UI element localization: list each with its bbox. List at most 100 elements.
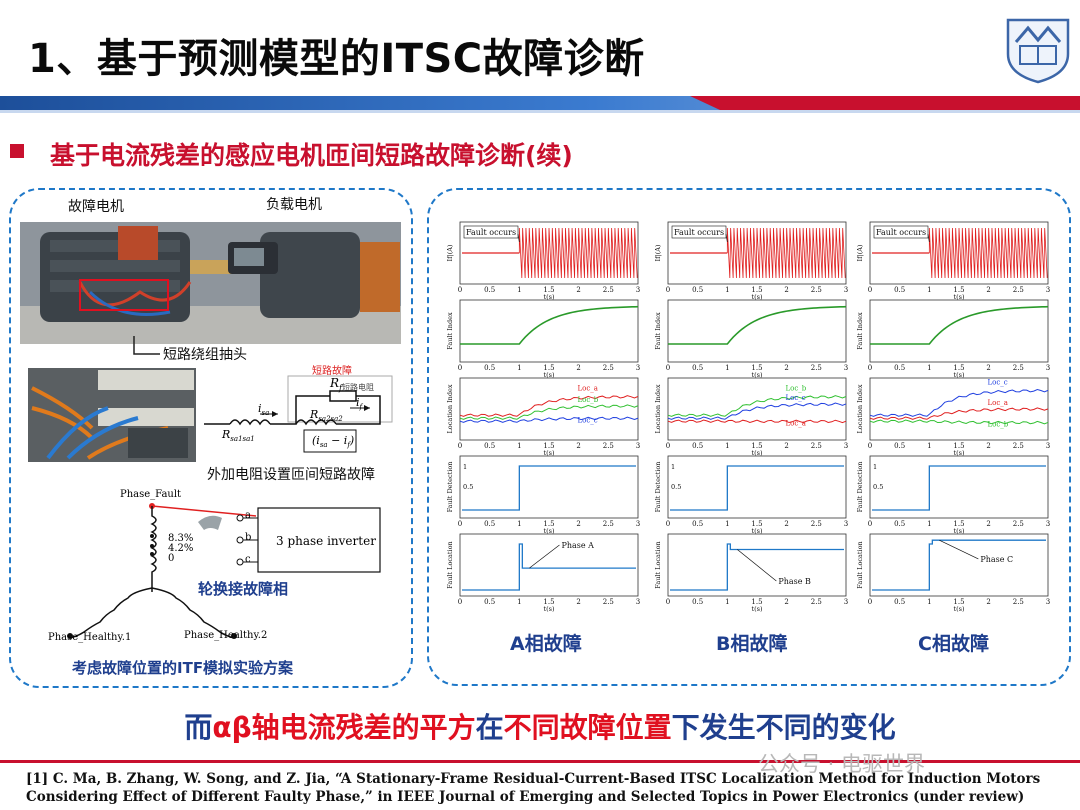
location-series-label: Loc_c: [577, 416, 597, 424]
healthy2-label: Phase_Healthy.2: [184, 630, 268, 641]
location-series-label: Loc_a: [577, 385, 597, 393]
x-tick-label: 1.5: [751, 598, 762, 606]
x-tick-label: 0: [458, 364, 462, 372]
conclusion-part5: 下发生不同的变化: [671, 711, 896, 744]
terminal-a: a: [245, 510, 251, 521]
x-tick-label: 1: [517, 442, 521, 450]
fault-occurs-arrow: [517, 233, 520, 243]
x-tick-label: 0.5: [894, 520, 905, 528]
pct-4-label: 4.2%: [168, 543, 194, 554]
x-tick-label: 1.5: [953, 364, 964, 372]
load-motor-label: 负载电机: [266, 197, 322, 213]
plot-frame: [459, 377, 639, 441]
x-tick-label: 2.5: [811, 598, 822, 606]
x-tick-label: 2.5: [603, 286, 614, 294]
y-axis-label: If|(A): [654, 244, 662, 261]
fault-occurs-label: Fault occurs: [674, 228, 724, 237]
series-fault-location: [462, 543, 636, 591]
series-location-index: [667, 402, 847, 420]
footer-separator: [0, 760, 1080, 763]
iis-label: (isa − if): [312, 434, 355, 450]
y-tick-label: 1: [463, 463, 467, 471]
location-series-label: Loc_c: [785, 394, 805, 402]
left-panel: [9, 188, 413, 688]
fault-motor-label: 故障电机: [68, 199, 124, 215]
x-tick-label: 2.5: [1013, 598, 1024, 606]
fault-occurs-box: [671, 225, 727, 239]
fault-occurs-box: [873, 225, 929, 239]
x-tick-label: 1: [517, 598, 521, 606]
x-axis-label: t(s): [751, 605, 762, 613]
x-tick-label: 0.5: [894, 442, 905, 450]
x-tick-label: 1: [927, 520, 931, 528]
series-fault-current: [928, 227, 1048, 279]
x-tick-label: 2.5: [603, 364, 614, 372]
caption-c-fault: C相故障: [918, 633, 989, 655]
series-fault-detection: [670, 465, 844, 511]
if-label: if: [356, 396, 363, 412]
x-tick-label: 0: [666, 520, 670, 528]
x-tick-label: 2.5: [603, 520, 614, 528]
y-axis-label: Fault Detection: [446, 462, 454, 513]
x-tick-label: 0: [868, 598, 872, 606]
x-tick-label: 3: [636, 520, 640, 528]
x-tick-label: 0: [868, 286, 872, 294]
x-axis-label: t(s): [953, 605, 964, 613]
x-tick-label: 0: [868, 364, 872, 372]
x-tick-label: 3: [1046, 364, 1050, 372]
motor-photo: [20, 222, 401, 344]
short-circuit-diagram: [204, 375, 393, 453]
series-fault-detection: [872, 465, 1046, 511]
x-tick-label: 0.5: [484, 520, 495, 528]
x-tick-label: 3: [1046, 286, 1050, 294]
x-tick-label: 0: [666, 364, 670, 372]
x-tick-label: 0.5: [894, 286, 905, 294]
x-tick-label: 2: [986, 364, 990, 372]
x-tick-label: 2.5: [1013, 286, 1024, 294]
x-tick-label: 3: [636, 286, 640, 294]
x-tick-label: 1.5: [751, 442, 762, 450]
phase-arrow-label: Phase C: [980, 555, 1013, 564]
x-tick-label: 3: [844, 286, 848, 294]
fault-occurs-label: Fault occurs: [466, 228, 516, 237]
x-tick-label: 3: [844, 364, 848, 372]
location-series-label: Loc_b: [987, 421, 1008, 429]
references: [1] C. Ma, B. Zhang, W. Song, and Z. Jia…: [26, 770, 1040, 806]
x-tick-label: 1: [725, 520, 729, 528]
y-axis-label: Fault Location: [856, 541, 864, 588]
wiring-photo: [28, 368, 196, 462]
x-tick-label: 1.5: [953, 442, 964, 450]
terminal-b: b: [245, 532, 252, 543]
x-axis-label: t(s): [751, 371, 762, 379]
x-tick-label: 1: [725, 442, 729, 450]
simulation-plots: 0 0.5 1 1.5 2 2.5 3 t(s) If|(A) Fault occurs 0 0.5 1…: [446, 221, 1050, 613]
series-fault-detection: [462, 465, 636, 511]
fault-occurs-arrow: [725, 233, 728, 243]
x-tick-label: 1: [927, 364, 931, 372]
x-tick-label: 0.5: [484, 286, 495, 294]
x-tick-label: 1.5: [751, 286, 762, 294]
reference-line: [1] C. Ma, B. Zhang, W. Song, and Z. Jia…: [26, 771, 1041, 787]
x-tick-label: 0.5: [692, 442, 703, 450]
x-tick-label: 1.5: [751, 364, 762, 372]
x-axis-label: t(s): [751, 449, 762, 457]
x-tick-label: 1: [927, 286, 931, 294]
y-axis-label: Location Index: [856, 384, 864, 433]
x-tick-label: 1.5: [543, 442, 554, 450]
x-tick-label: 3: [636, 364, 640, 372]
x-tick-label: 0.5: [692, 364, 703, 372]
x-tick-label: 1: [517, 364, 521, 372]
x-tick-label: 2.5: [811, 442, 822, 450]
x-tick-label: 1: [517, 286, 521, 294]
x-tick-label: 3: [844, 598, 848, 606]
x-axis-label: t(s): [953, 527, 964, 535]
x-tick-label: 0: [666, 442, 670, 450]
conclusion-part4: 不同故障位置: [503, 711, 672, 744]
short-resistor-label: 短路电阻: [342, 383, 374, 392]
y-axis-label: If|(A): [856, 244, 864, 261]
x-tick-label: 2.5: [811, 520, 822, 528]
x-tick-label: 0: [458, 598, 462, 606]
y-axis-label: Fault Detection: [856, 462, 864, 513]
tap-label: 短路绕组抽头: [163, 347, 247, 363]
x-tick-label: 3: [844, 520, 848, 528]
